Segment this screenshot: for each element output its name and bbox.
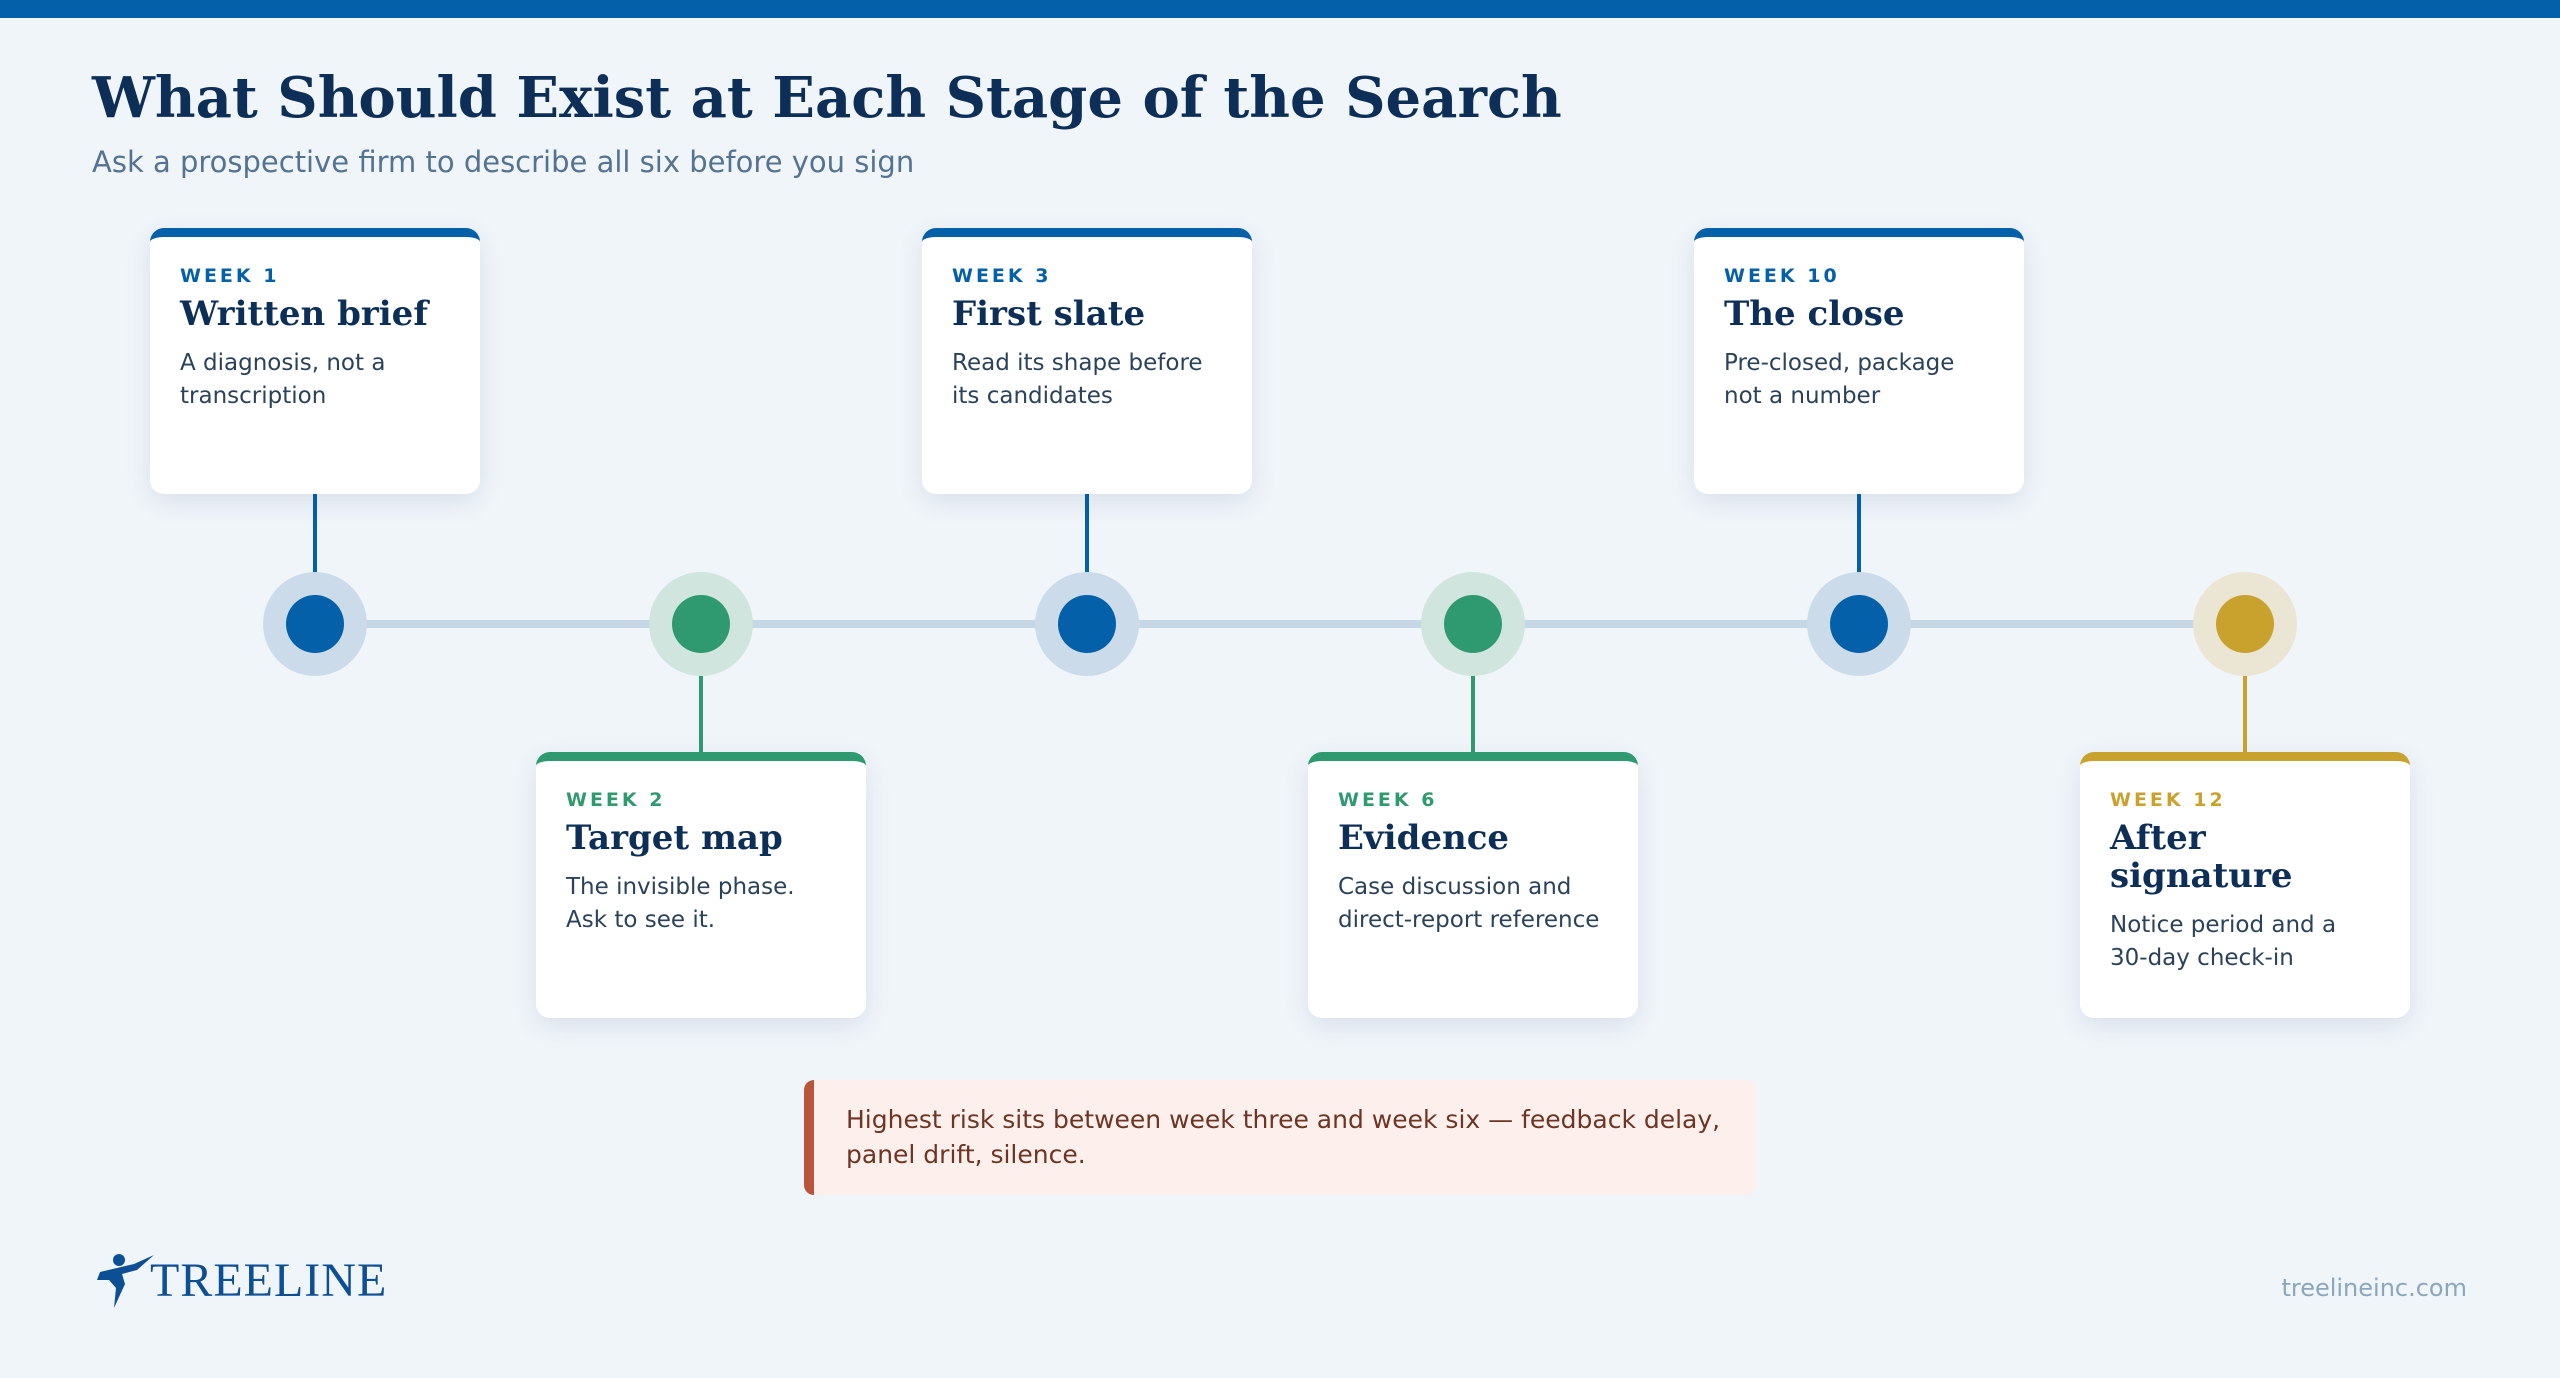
stage-title: After signature bbox=[2110, 818, 2293, 896]
stage-title: First slate bbox=[952, 294, 1146, 334]
stage-card-week-1: WEEK 1 Written brief A diagnosis, not a … bbox=[150, 228, 480, 494]
connector-week-1 bbox=[313, 494, 317, 584]
top-accent-bar bbox=[0, 0, 2560, 18]
timeline-node-week-6 bbox=[1421, 572, 1525, 676]
connector-week-3 bbox=[1085, 494, 1089, 584]
stage-description: Case discussion and direct-report refere… bbox=[1338, 874, 1600, 933]
stage-description: A diagnosis, not a transcription bbox=[180, 350, 386, 409]
stage-week-label: WEEK 1 bbox=[180, 265, 280, 287]
stage-card-week-3: WEEK 3 First slate Read its shape before… bbox=[922, 228, 1252, 494]
timeline-node-week-1 bbox=[263, 572, 367, 676]
connector-week-10 bbox=[1857, 494, 1861, 584]
stage-title: Written brief bbox=[180, 294, 428, 334]
page-title: What Should Exist at Each Stage of the S… bbox=[92, 65, 1562, 131]
stage-card-week-6: WEEK 6 Evidence Case discussion and dire… bbox=[1308, 752, 1638, 1018]
timeline-track bbox=[315, 620, 2245, 628]
risk-callout-text: Highest risk sits between week three and… bbox=[846, 1105, 1721, 1169]
timeline-dot bbox=[1058, 595, 1116, 653]
stage-week-label: WEEK 2 bbox=[566, 789, 666, 811]
website-link[interactable]: treelineinc.com bbox=[2281, 1274, 2467, 1302]
timeline-dot bbox=[1444, 595, 1502, 653]
stage-description: Read its shape before its candidates bbox=[952, 350, 1203, 409]
stage-description: The invisible phase. Ask to see it. bbox=[566, 874, 795, 933]
timeline-node-week-3 bbox=[1035, 572, 1139, 676]
stage-week-label: WEEK 6 bbox=[1338, 789, 1438, 811]
timeline-node-week-2 bbox=[649, 572, 753, 676]
timeline-dot bbox=[2216, 595, 2274, 653]
runner-logo-icon bbox=[97, 1254, 154, 1308]
connector-week-2 bbox=[699, 664, 703, 754]
stage-card-week-2: WEEK 2 Target map The invisible phase. A… bbox=[536, 752, 866, 1018]
stage-week-label: WEEK 3 bbox=[952, 265, 1052, 287]
timeline-dot bbox=[672, 595, 730, 653]
stage-description: Pre-closed, package not a number bbox=[1724, 350, 1955, 409]
connector-week-6 bbox=[1471, 664, 1475, 754]
stage-description: Notice period and a 30-day check-in bbox=[2110, 912, 2337, 971]
risk-callout: Highest risk sits between week three and… bbox=[804, 1080, 1756, 1195]
connector-week-12 bbox=[2243, 664, 2247, 754]
logo-wordmark: TREELINE bbox=[150, 1254, 388, 1307]
stage-card-week-12: WEEK 12 After signature Notice period an… bbox=[2080, 752, 2410, 1018]
timeline-dot bbox=[286, 595, 344, 653]
stage-week-label: WEEK 10 bbox=[1724, 265, 1840, 287]
page-subtitle: Ask a prospective firm to describe all s… bbox=[92, 145, 915, 179]
timeline-dot bbox=[1830, 595, 1888, 653]
stage-card-week-10: WEEK 10 The close Pre-closed, package no… bbox=[1694, 228, 2024, 494]
timeline-node-week-12 bbox=[2193, 572, 2297, 676]
stage-title: Evidence bbox=[1338, 818, 1510, 858]
stage-title: Target map bbox=[566, 818, 783, 858]
stage-week-label: WEEK 12 bbox=[2110, 789, 2226, 811]
timeline-node-week-10 bbox=[1807, 572, 1911, 676]
stage-title: The close bbox=[1724, 294, 1905, 334]
